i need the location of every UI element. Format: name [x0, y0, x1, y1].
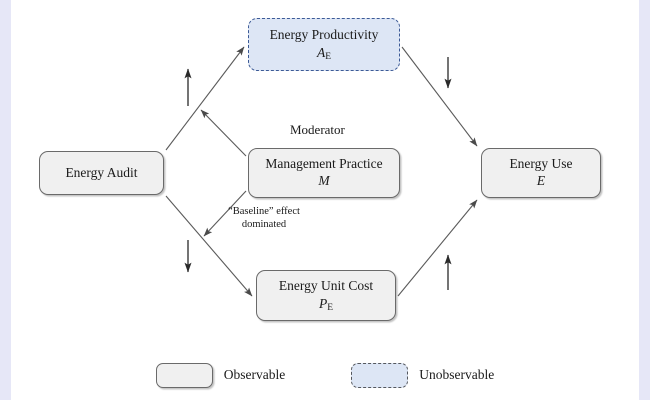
legend-item-observable: Observable	[155, 362, 286, 388]
node-energy-audit-title: Energy Audit	[65, 164, 138, 180]
legend-label-unobservable: Unobservable	[419, 367, 495, 382]
legend-swatch-unobservable	[351, 362, 409, 388]
legend-item-unobservable: Unobservable	[351, 362, 495, 388]
node-energy-unit-cost-symbol: PE	[318, 295, 334, 313]
edge-moderator-to-productivity-path	[200, 109, 247, 157]
moderator-label: Moderator	[290, 122, 345, 137]
node-energy-use-title: Energy Use	[509, 155, 573, 171]
node-energy-productivity[interactable]: Energy Productivity AE	[248, 18, 400, 71]
legend: Observable Unobservable	[11, 355, 639, 395]
legend-swatch-observable	[155, 362, 213, 388]
page-edge-strip-right	[639, 0, 650, 400]
legend-label-observable: Observable	[223, 367, 286, 382]
edge-unitcost-to-use	[397, 199, 478, 297]
node-energy-use[interactable]: Energy Use E	[481, 148, 601, 198]
node-energy-audit[interactable]: Energy Audit	[39, 151, 164, 195]
node-energy-productivity-symbol: AE	[316, 44, 332, 62]
diagram-canvas: Energy Audit Energy Productivity AE Mana…	[11, 0, 639, 400]
page-edge-strip-left	[0, 0, 11, 400]
node-energy-use-symbol: E	[536, 173, 546, 189]
edge-audit-to-productivity	[165, 46, 245, 151]
node-energy-productivity-title: Energy Productivity	[269, 27, 379, 43]
node-energy-unit-cost[interactable]: Energy Unit Cost PE	[256, 270, 396, 321]
node-energy-unit-cost-title: Energy Unit Cost	[278, 278, 374, 294]
edge-productivity-to-use	[401, 46, 478, 147]
node-management-practice-symbol: M	[318, 173, 330, 189]
baseline-effect-annotation: “Baseline” effect dominated	[228, 206, 300, 231]
node-management-practice-title: Management Practice	[265, 155, 383, 171]
node-management-practice[interactable]: Management Practice M	[248, 148, 400, 198]
